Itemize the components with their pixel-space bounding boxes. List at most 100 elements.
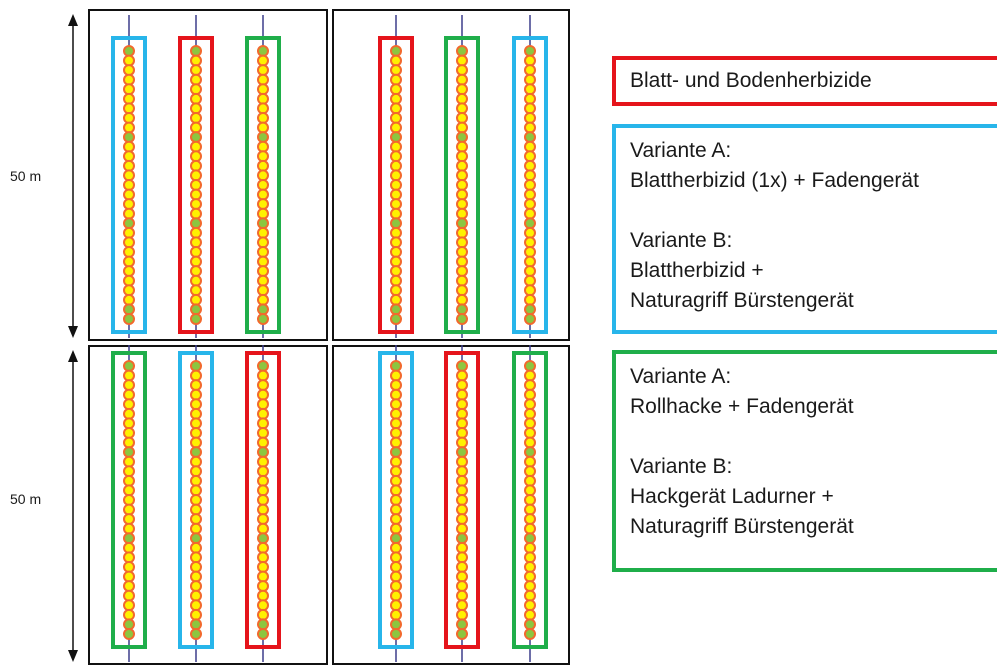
tree-dot — [524, 73, 536, 86]
tree-dot — [190, 618, 202, 631]
tree-dot — [524, 179, 536, 191]
tree-dot — [123, 265, 135, 278]
legend-green-b-title: Variante B: — [630, 455, 733, 478]
tree-dot — [390, 83, 402, 96]
treatment-strip-blue — [178, 351, 214, 649]
tree-dot — [257, 284, 269, 297]
plot-top-left — [88, 9, 328, 341]
tree-dot — [190, 169, 202, 182]
tree-dot — [257, 83, 269, 96]
tree-dot — [257, 360, 269, 372]
tree-dot — [190, 73, 202, 86]
tree-dot — [123, 522, 135, 535]
tree-dot — [456, 112, 468, 124]
tree-dot — [524, 83, 536, 96]
tree-dot — [524, 532, 536, 545]
tree-dot — [257, 398, 269, 411]
tree-dot — [524, 427, 536, 439]
tree-dot — [123, 427, 135, 439]
tree-dot — [257, 379, 269, 392]
tree-dot — [123, 561, 135, 573]
tree-dot — [524, 150, 536, 163]
legend-blue-a-title: Variante A: — [630, 139, 732, 162]
tree-dot — [257, 73, 269, 86]
tree-dot — [456, 217, 468, 230]
tree-dot — [123, 179, 135, 191]
tree-dot — [257, 140, 269, 153]
tree-dot — [123, 246, 135, 258]
tree-dot — [456, 274, 468, 287]
tree-dot — [456, 455, 468, 468]
tree-dot — [456, 140, 468, 153]
legend-blue-box: Variante A: Blattherbizid (1x) + Fadenge… — [612, 124, 997, 334]
tree-dot — [456, 169, 468, 182]
dimension-label-bottom: 50 m — [10, 491, 42, 507]
legend-green-b-text-2: Naturagriff Bürstengerät — [630, 515, 854, 538]
tree-dot — [456, 398, 468, 411]
tree-dot — [524, 207, 536, 220]
tree-dot — [190, 131, 202, 144]
tree-dot — [524, 628, 536, 640]
tree-dot — [190, 417, 202, 430]
tree-dot — [524, 599, 536, 612]
tree-dot — [524, 303, 536, 316]
tree-dot — [257, 494, 269, 506]
tree-dot — [456, 207, 468, 220]
tree-dot — [524, 131, 536, 144]
tree-dot — [456, 198, 468, 211]
treatment-strip-blue — [378, 351, 414, 649]
tree-dot — [257, 599, 269, 612]
tree-dot — [524, 64, 536, 77]
tree-dot — [257, 484, 269, 497]
tree-dot — [390, 388, 402, 401]
tree-dot — [456, 360, 468, 372]
tree-dot — [257, 150, 269, 163]
tree-dot — [390, 360, 402, 372]
tree-dot — [390, 140, 402, 153]
tree-dot — [524, 274, 536, 287]
tree-dot — [524, 465, 536, 478]
tree-dot — [390, 599, 402, 612]
tree-dot — [190, 303, 202, 316]
tree-dot — [123, 45, 135, 57]
tree-dot — [456, 150, 468, 163]
tree-dot — [390, 274, 402, 287]
tree-dot — [390, 417, 402, 430]
tree-dot — [190, 580, 202, 593]
tree-dot — [190, 64, 202, 77]
tree-dot — [123, 207, 135, 220]
tree-dot — [123, 446, 135, 459]
tree-dot — [524, 140, 536, 153]
tree-dot — [257, 465, 269, 478]
tree-dot — [390, 398, 402, 411]
tree-dot — [257, 561, 269, 573]
tree-dot — [190, 236, 202, 249]
dimension-arrow-bottom-head-down — [68, 650, 78, 662]
tree-dot — [123, 494, 135, 506]
tree-dot — [456, 628, 468, 640]
legend-blue-a-text: Blattherbizid (1x) + Fadengerät — [630, 169, 919, 192]
tree-dot — [524, 618, 536, 631]
tree-dot — [123, 513, 135, 526]
tree-dot — [456, 417, 468, 430]
tree-dot — [524, 455, 536, 468]
treatment-strip-red — [178, 36, 214, 334]
tree-dot — [390, 484, 402, 497]
tree-dot — [123, 484, 135, 497]
tree-dot — [123, 551, 135, 564]
tree-dot — [257, 628, 269, 640]
dimension-arrow-top-head-down — [68, 326, 78, 338]
tree-dot — [390, 522, 402, 535]
tree-dot — [524, 589, 536, 602]
tree-dot — [257, 246, 269, 258]
tree-dot — [123, 150, 135, 163]
legend-green-a-text: Rollhacke + Fadengerät — [630, 395, 854, 418]
tree-dot — [257, 198, 269, 211]
tree-dot — [524, 169, 536, 182]
tree-dot — [524, 484, 536, 497]
tree-dot — [456, 179, 468, 191]
dimension-label-top: 50 m — [10, 168, 42, 184]
tree-dot — [390, 589, 402, 602]
tree-dot — [257, 513, 269, 526]
tree-dot — [390, 379, 402, 392]
